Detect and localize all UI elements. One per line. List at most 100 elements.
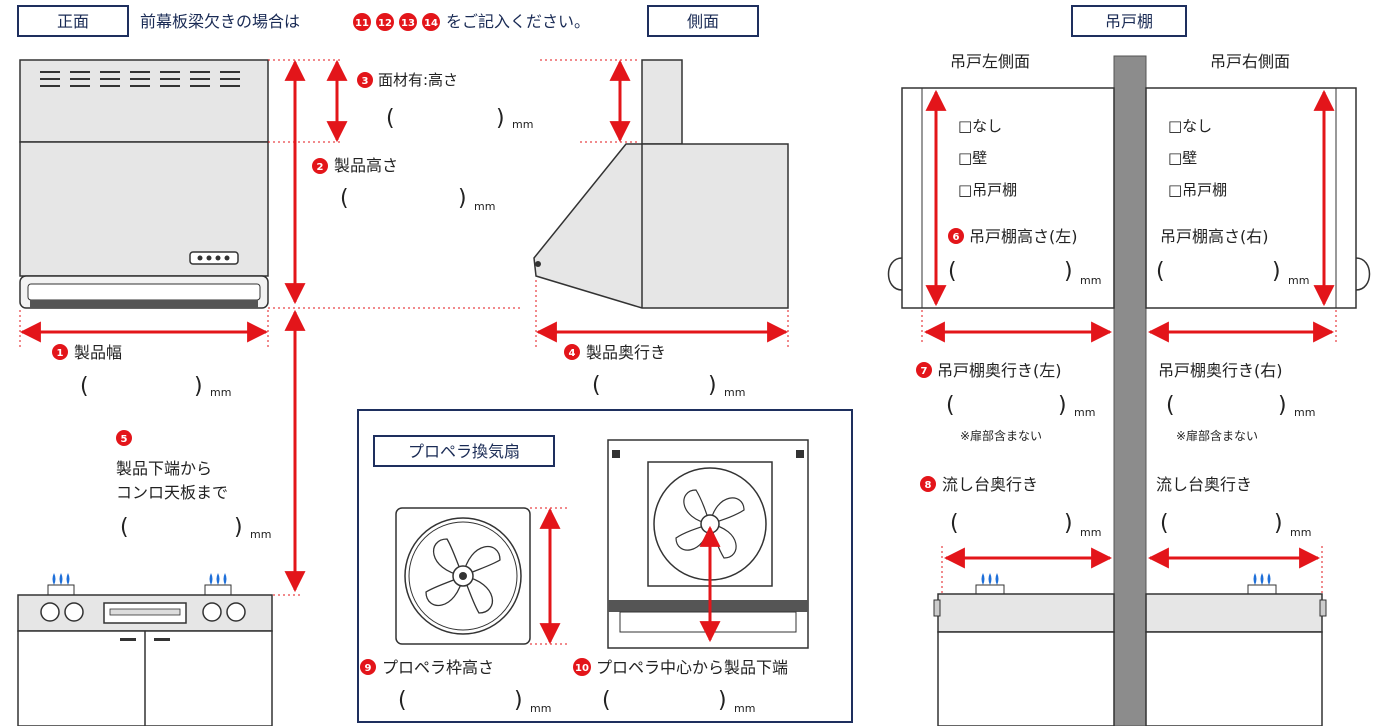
svg-text:): ) <box>496 106 505 131</box>
svg-text:): ) <box>514 688 523 713</box>
fan-title: プロペラ換気扇 <box>408 442 520 461</box>
svg-text:(: ( <box>946 393 955 418</box>
side-header-box <box>647 5 759 37</box>
svg-text:(: ( <box>1156 259 1165 284</box>
front-header-box <box>17 5 129 37</box>
hanging-header: 吊戸棚 <box>1105 12 1153 31</box>
svg-text:): ) <box>194 374 203 399</box>
label-product-depth: 製品奥行き <box>586 343 666 362</box>
svg-text:(: ( <box>948 259 957 284</box>
svg-text:(: ( <box>1160 511 1169 536</box>
fan-title-box <box>373 435 555 467</box>
svg-text:mm: mm <box>1080 274 1101 287</box>
opt-left-wall: □壁 <box>958 149 987 167</box>
svg-text:): ) <box>1278 393 1287 418</box>
svg-text:11: 11 <box>355 18 369 29</box>
svg-text:mm: mm <box>512 118 533 131</box>
svg-text:(: ( <box>1166 393 1175 418</box>
control-panel <box>189 251 239 265</box>
label-cabinet-depth-left: 吊戸棚奥行き(左) <box>937 361 1062 380</box>
svg-text:3: 3 <box>362 76 369 87</box>
label-to-stove-2: コンロ天板まで <box>116 483 228 502</box>
svg-text:(: ( <box>340 186 349 211</box>
svg-text:mm: mm <box>250 528 271 541</box>
svg-text:13: 13 <box>401 18 415 29</box>
flame-icon <box>981 573 1271 585</box>
svg-text:(: ( <box>386 106 395 131</box>
label-product-height: 製品高さ <box>334 156 398 175</box>
label-fan-center: プロペラ中心から製品下端 <box>596 658 788 677</box>
side-header: 側面 <box>687 12 719 31</box>
label-sink-depth-right: 流し台奥行き <box>1156 475 1252 494</box>
label-sink-depth-left: 流し台奥行き <box>942 475 1038 494</box>
svg-text:mm: mm <box>1290 526 1311 539</box>
note-prefix: 前幕板梁欠きの場合は <box>140 12 300 31</box>
opt-right-cabinet: □吊戸棚 <box>1168 181 1227 199</box>
opt-right-none: □なし <box>1168 117 1212 135</box>
svg-text:7: 7 <box>921 366 928 377</box>
stove-cabinet-front <box>17 573 273 726</box>
opt-left-none: □なし <box>958 117 1002 135</box>
mounted-fan-icon <box>607 439 809 649</box>
svg-text:6: 6 <box>953 232 960 243</box>
svg-text:(: ( <box>398 688 407 713</box>
range-hood-side <box>533 59 789 309</box>
right-title: 吊戸右側面 <box>1210 52 1290 71</box>
note-numbers: 11 12 13 14 <box>353 13 440 31</box>
label-fan-frame: プロペラ枠高さ <box>382 658 494 677</box>
svg-text:): ) <box>1272 259 1281 284</box>
svg-text:(: ( <box>80 374 89 399</box>
opt-right-wall: □壁 <box>1168 149 1197 167</box>
label-to-stove-1: 製品下端から <box>116 459 212 478</box>
counter-side <box>933 573 1327 726</box>
vent-slots <box>40 71 240 87</box>
svg-text:8: 8 <box>925 480 932 491</box>
svg-text:): ) <box>234 515 243 540</box>
svg-text:mm: mm <box>1074 406 1095 419</box>
svg-text:mm: mm <box>724 386 745 399</box>
svg-text:mm: mm <box>1288 274 1309 287</box>
svg-text:mm: mm <box>210 386 231 399</box>
left-title: 吊戸左側面 <box>950 52 1030 71</box>
range-hood-front <box>19 59 269 309</box>
svg-text:mm: mm <box>474 200 495 213</box>
label-cabinet-height-right: 吊戸棚高さ(右) <box>1160 227 1269 246</box>
svg-text:14: 14 <box>424 18 438 29</box>
propeller-fan-icon <box>395 507 531 645</box>
front-header: 正面 <box>57 12 89 31</box>
svg-text:mm: mm <box>1080 526 1101 539</box>
note-suffix: をご記入ください。 <box>446 12 590 31</box>
svg-text:mm: mm <box>530 702 551 715</box>
wall-pillar <box>1113 55 1147 726</box>
svg-text:): ) <box>1058 393 1067 418</box>
svg-text:1: 1 <box>57 348 64 359</box>
svg-text:): ) <box>1274 511 1283 536</box>
svg-text:4: 4 <box>569 348 576 359</box>
svg-text:(: ( <box>602 688 611 713</box>
svg-text:): ) <box>708 373 717 398</box>
svg-text:(: ( <box>120 515 129 540</box>
flame-icon <box>52 573 227 585</box>
svg-text:(: ( <box>950 511 959 536</box>
label-cabinet-height-left: 吊戸棚高さ(左) <box>969 227 1078 246</box>
opt-left-cabinet: □吊戸棚 <box>958 181 1017 199</box>
svg-text:): ) <box>1064 259 1073 284</box>
svg-text:mm: mm <box>734 702 755 715</box>
svg-text:mm: mm <box>1294 406 1315 419</box>
svg-text:9: 9 <box>365 663 372 674</box>
note-left: ※扉部含まない <box>960 428 1042 443</box>
svg-text:): ) <box>1064 511 1073 536</box>
svg-text:(: ( <box>592 373 601 398</box>
svg-text:12: 12 <box>378 18 392 29</box>
note-right: ※扉部含まない <box>1176 428 1258 443</box>
svg-text:): ) <box>718 688 727 713</box>
hanging-header-box <box>1071 5 1187 37</box>
svg-text:5: 5 <box>121 434 128 445</box>
label-product-width: 製品幅 <box>74 343 122 362</box>
label-panel-height: 面材有:高さ <box>378 71 458 89</box>
svg-text:): ) <box>458 186 467 211</box>
svg-text:10: 10 <box>575 663 589 674</box>
svg-text:2: 2 <box>317 162 324 173</box>
label-cabinet-depth-right: 吊戸棚奥行き(右) <box>1158 361 1283 380</box>
